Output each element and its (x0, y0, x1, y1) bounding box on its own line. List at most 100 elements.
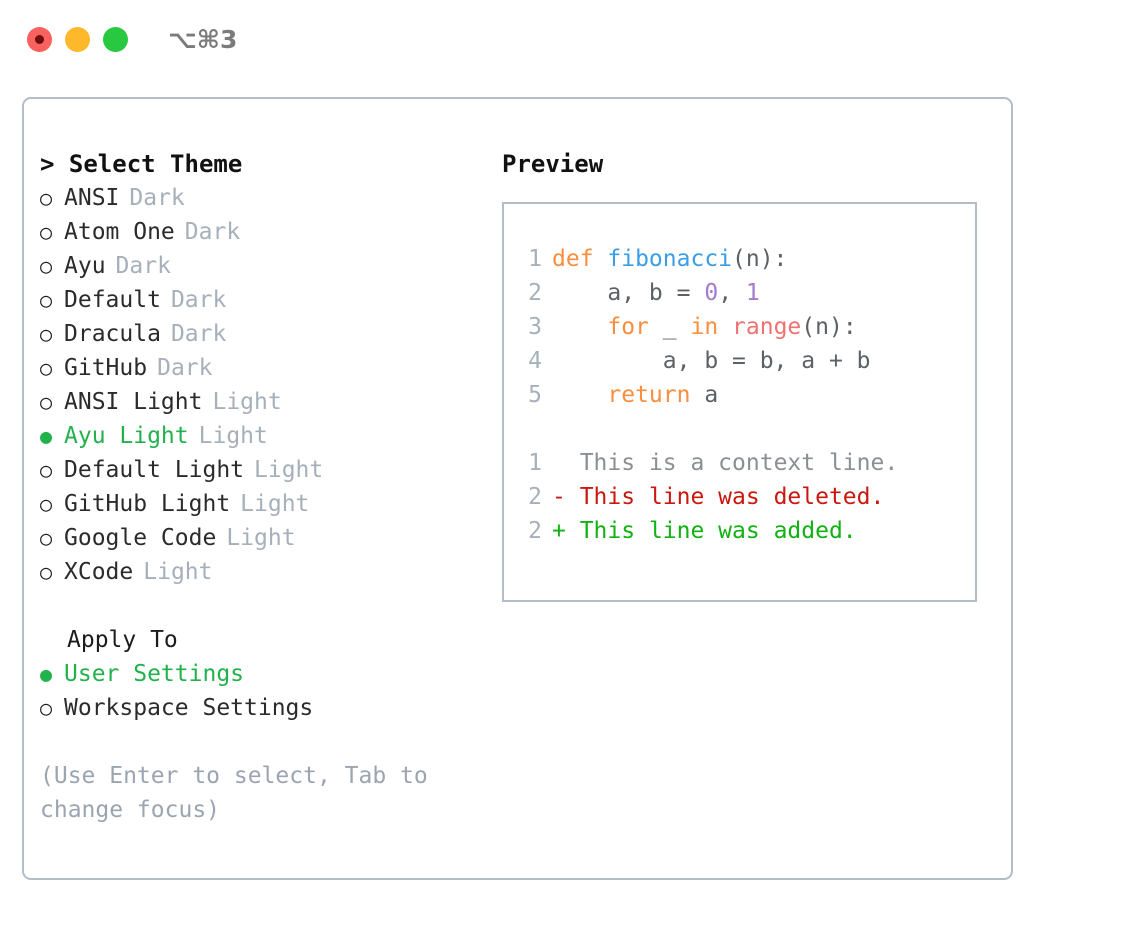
line-number: 1 (528, 450, 542, 476)
radio-unselected-icon: ○ (40, 492, 53, 516)
code-line: 5 return a (504, 378, 975, 412)
token-num: 0 (704, 280, 719, 306)
diff-line-del: 2- This line was deleted. (504, 480, 975, 514)
theme-option-tag: Dark (129, 185, 185, 211)
code-text: return a (552, 378, 718, 412)
radio-unselected-icon: ○ (40, 696, 53, 720)
radio-unselected-icon: ○ (40, 186, 53, 210)
diff-text: This is a context line. (552, 446, 899, 480)
code-text: def fibonacci(n): (552, 242, 787, 276)
theme-option-label: ANSI Light (64, 389, 203, 415)
token-pl (552, 382, 607, 408)
diff-line-add: 2 + This line was added. (504, 514, 975, 548)
code-text: for _ in range(n): (552, 310, 857, 344)
theme-option-label: GitHub (64, 355, 148, 381)
theme-option-tag: Dark (170, 287, 227, 313)
code-line: 4 a, b = b, a + b (504, 344, 975, 378)
theme-option-tag: Light (226, 525, 296, 551)
spacer (40, 589, 470, 623)
line-number: 2 (528, 518, 542, 544)
theme-option-tag: Light (212, 389, 282, 415)
radio-unselected-icon: ○ (40, 560, 53, 584)
close-button[interactable] (27, 26, 52, 52)
token-pl: (n): (801, 314, 857, 340)
apply-to-heading: Apply To (67, 627, 178, 653)
radio-unselected-icon: ○ (40, 288, 53, 312)
theme-option-label: Default (64, 287, 161, 313)
radio-unselected-icon: ○ (40, 254, 53, 278)
theme-option-tag: Light (240, 491, 310, 517)
token-pl: , (718, 280, 746, 306)
theme-option-tag: Dark (170, 321, 227, 347)
theme-option-label: XCode (64, 559, 134, 585)
minimize-button[interactable] (65, 26, 90, 52)
radio-selected-icon: ● (40, 662, 53, 686)
token-pl: a (690, 382, 719, 408)
theme-option-default[interactable]: ○ Default Dark (40, 283, 470, 317)
radio-selected-icon: ● (40, 424, 53, 448)
theme-option-label: ANSI (64, 185, 120, 211)
radio-unselected-icon: ○ (40, 220, 53, 244)
token-pl: (n): (732, 246, 788, 272)
theme-option-tag: Dark (184, 219, 241, 245)
token-kw: for (607, 314, 649, 340)
diff-sample: 1 This is a context line.2- This line wa… (504, 446, 975, 548)
theme-option-github[interactable]: ○ GitHub Dark (40, 351, 470, 385)
diff-text: - This line was deleted. (552, 480, 884, 514)
theme-option-label: Google Code (64, 525, 217, 551)
theme-option-xcode[interactable]: ○ XCode Light (40, 555, 470, 589)
theme-option-label: Ayu Light (64, 423, 189, 449)
token-pl: a, b = (552, 280, 705, 306)
maximize-button[interactable] (103, 26, 128, 52)
code-text: a, b = b, a + b (552, 344, 871, 378)
token-pl (718, 314, 732, 340)
token-bi: range (732, 314, 802, 340)
keyboard-shortcut-label: ⌥⌘3 (168, 24, 238, 54)
token-fn: fibonacci (607, 246, 733, 272)
theme-option-ansi[interactable]: ○ ANSI Dark (40, 181, 470, 215)
token-pl: a, b = b, a + b (552, 348, 871, 374)
theme-option-label: Default Light (64, 457, 245, 483)
code-line: 3 for _ in range(n): (504, 310, 975, 344)
token-kw: def (552, 246, 608, 272)
apply-to-option-list: ● User Settings ○ Workspace Settings (40, 657, 470, 725)
theme-option-label: Atom One (64, 219, 175, 245)
diff-content: This line was added. (565, 518, 857, 544)
apply-to-option-user-settings[interactable]: ● User Settings (40, 657, 470, 691)
diff-sign: + (552, 518, 566, 544)
code-text: a, b = 0, 1 (552, 276, 760, 310)
radio-unselected-icon: ○ (40, 526, 53, 550)
theme-option-tag: Light (143, 559, 213, 585)
theme-option-atom-one[interactable]: ○ Atom One Dark (40, 215, 470, 249)
apply-to-option-workspace-settings[interactable]: ○ Workspace Settings (40, 691, 470, 725)
apply-to-option-label: Workspace Settings (64, 695, 314, 721)
token-pl: _ (648, 314, 691, 340)
diff-line-ctx: 1 This is a context line. (504, 446, 975, 480)
diff-content: This is a context line. (565, 450, 899, 476)
token-pl (552, 314, 607, 340)
theme-option-tag: Dark (115, 253, 171, 279)
token-num: 1 (745, 280, 760, 306)
theme-option-label: Dracula (64, 321, 161, 347)
line-number: 3 (528, 314, 542, 340)
apply-to-option-label: User Settings (64, 661, 245, 687)
theme-option-tag: Light (254, 457, 324, 483)
spacer (504, 412, 975, 446)
line-number: 2 (528, 280, 542, 306)
radio-unselected-icon: ○ (40, 322, 53, 346)
theme-option-tag: Dark (157, 355, 213, 381)
theme-option-dracula[interactable]: ○ Dracula Dark (40, 317, 470, 351)
theme-option-google-code[interactable]: ○ Google Code Light (40, 521, 470, 555)
diff-sign: - (552, 484, 566, 510)
radio-unselected-icon: ○ (40, 356, 53, 380)
